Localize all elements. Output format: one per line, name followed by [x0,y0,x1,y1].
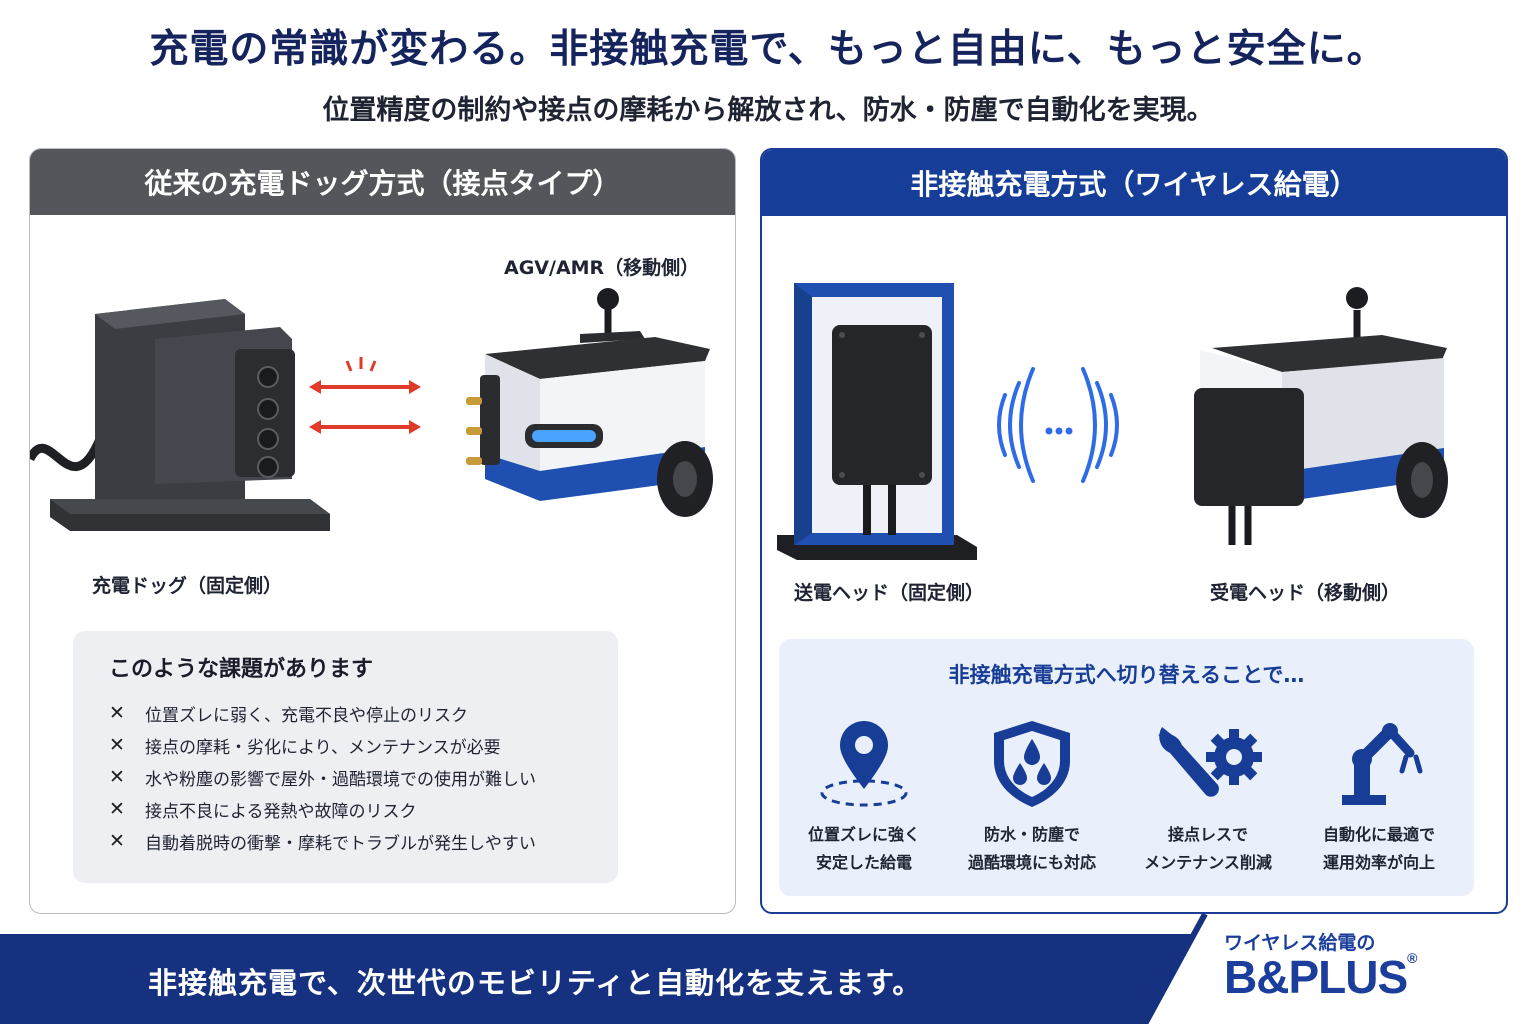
cross-icon: ✕ [109,798,125,820]
benefits-box: 非接触充電方式へ切り替えることで… 位置ズレに強く安定した給電 防水・防塵で過酷… [779,639,1474,896]
issue-item: ✕接点不良による発熱や故障のリスク [109,798,417,822]
wireless-panel-title: 非接触充電方式（ワイヤレス給電） [762,150,1506,216]
transmitter-label: 送電ヘッド（固定側） [794,582,985,604]
benefit-item: 自動化に最適で運用効率が向上 [1294,717,1464,877]
issue-item: ✕位置ズレに弱く、充電不良や停止のリスク [109,702,468,726]
conventional-panel-title: 従来の充電ドッグ方式（接点タイプ） [30,149,735,215]
benefit-item: 防水・防塵で過酷環境にも対応 [947,717,1117,877]
cross-icon: ✕ [109,830,125,852]
benefits-title: 非接触充電方式へ切り替えることで… [948,663,1305,687]
footer-tagline: 非接触充電で、次世代のモビリティと自動化を支えます。 [148,966,923,1000]
headline: 充電の常識が変わる。非接触充電で、もっと自由に、もっと安全に。 [149,27,1387,72]
issue-item: ✕水や粉塵の影響で屋外・過酷環境での使用が難しい [109,766,536,790]
dock-label: 充電ドッグ（固定側） [92,575,283,597]
wireless-charging-panel: 非接触充電方式（ワイヤレス給電） 送電ヘッド（固定 [760,148,1508,914]
wireless-waves-icon [997,367,1119,483]
issue-item: ✕自動着脱時の衝撃・摩耗でトラブルが発生しやすい [109,830,536,854]
misalignment-arrows-icon [309,357,421,434]
agv-label: AGV/AMR（移動側） [504,257,700,279]
cross-icon: ✕ [109,766,125,788]
shield-water-icon [994,721,1070,807]
benefit-text: 防水・防塵で過酷環境にも対応 [967,825,1096,872]
benefit-text: 位置ズレに強く安定した給電 [807,825,920,872]
logo-subtitle: ワイヤレス給電の [1224,932,1376,954]
logo-background [1145,914,1536,1024]
robot-arm-icon [1342,723,1423,805]
receiver-label: 受電ヘッド（移動側） [1210,582,1401,604]
conventional-dock-panel: 従来の充電ドッグ方式（接点タイプ） [29,148,736,914]
receiver-agv-illustration [1194,287,1448,545]
benefit-text: 接点レスでメンテナンス削減 [1144,825,1272,872]
agv-robot-illustration [466,288,713,517]
cross-icon: ✕ [109,734,125,756]
charging-dock-illustration [30,299,330,531]
issues-title: このような課題があります [109,657,374,682]
benefit-item: 接点レスでメンテナンス削減 [1123,717,1293,877]
transmitter-head-illustration [777,283,977,560]
cross-icon: ✕ [109,702,125,724]
issue-item: ✕接点の摩耗・劣化により、メンテナンスが必要 [109,734,501,758]
benefit-text: 自動化に最適で運用効率が向上 [1322,825,1435,872]
location-pin-icon [820,721,908,807]
subheadline: 位置精度の制約や接点の摩耗から解放され、防水・防塵で自動化を実現。 [322,95,1214,126]
wrench-gear-icon [1158,727,1262,797]
bplus-logo: B&PLUS® [1224,950,1417,1003]
issues-box: このような課題があります ✕位置ズレに弱く、充電不良や停止のリスク ✕接点の摩耗… [73,631,618,883]
benefit-item: 位置ズレに強く安定した給電 [779,717,949,877]
registered-mark: ® [1407,950,1417,966]
